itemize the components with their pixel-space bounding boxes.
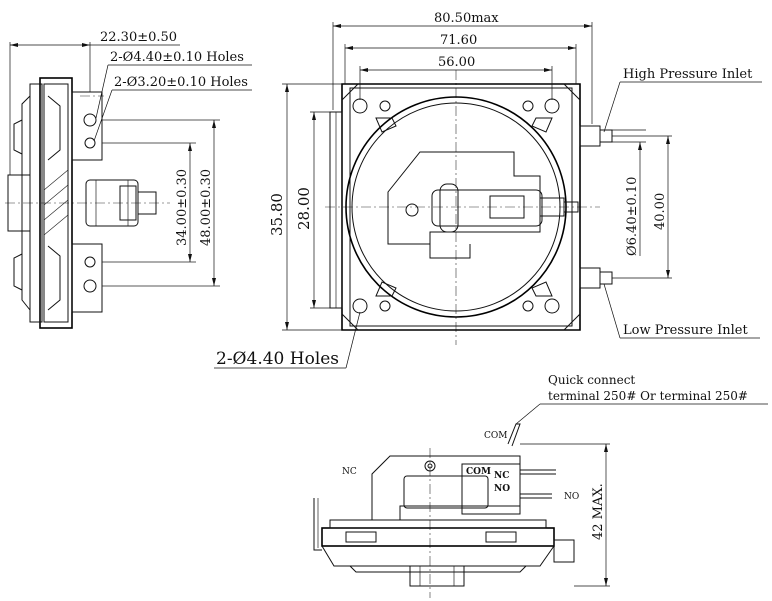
body-height-inner-dim: 28.00 xyxy=(295,187,313,230)
low-pressure-inlet-label: Low Pressure Inlet xyxy=(623,323,748,338)
height-max-dim: 42 MAX. xyxy=(591,483,606,540)
side-view: 22.30±0.50 2-Ø4.40±0.10 Holes 2-Ø3.20±0.… xyxy=(5,30,252,329)
body-height-dim: 35.80 xyxy=(268,193,286,236)
front-view: 80.50max 71.60 56.00 35.80 28.00 40.00 xyxy=(214,11,762,369)
hole-spacing-small-dim: 34.00±0.30 xyxy=(175,169,190,246)
hole-spacing-large-dim: 48.00±0.30 xyxy=(199,169,214,246)
overall-width-dim: 80.50max xyxy=(434,11,499,26)
holes-main-callout: 2-Ø4.40 Holes xyxy=(216,349,339,369)
terminal-callout-line1: Quick connect xyxy=(548,373,635,387)
high-pressure-inlet-label: High Pressure Inlet xyxy=(623,67,753,82)
terminal-label-com: COM xyxy=(466,467,491,477)
terminal-label-com-top: COM xyxy=(484,431,507,441)
inlet-spacing-dim: 40.00 xyxy=(653,193,668,230)
bottom-view: COM NC NO NC NO COM Quick connect termin… xyxy=(313,373,768,598)
side-depth-dim: 22.30±0.50 xyxy=(100,30,177,45)
inlet-diameter-dim: Ø6.40±0.10 xyxy=(625,177,640,256)
terminal-label-no-side: NO xyxy=(564,492,579,502)
mount-spacing-outer-dim: 71.60 xyxy=(440,33,477,48)
terminal-callout-line2: terminal 250# Or terminal 250# xyxy=(548,389,748,403)
holes-44-callout: 2-Ø4.40±0.10 Holes xyxy=(110,50,244,65)
holes-32-callout: 2-Ø3.20±0.10 Holes xyxy=(114,75,248,90)
terminal-label-nc: NC xyxy=(494,471,509,481)
terminal-label-nc-side: NC xyxy=(342,467,357,477)
terminal-label-no: NO xyxy=(494,484,510,494)
mount-spacing-inner-dim: 56.00 xyxy=(438,55,475,70)
